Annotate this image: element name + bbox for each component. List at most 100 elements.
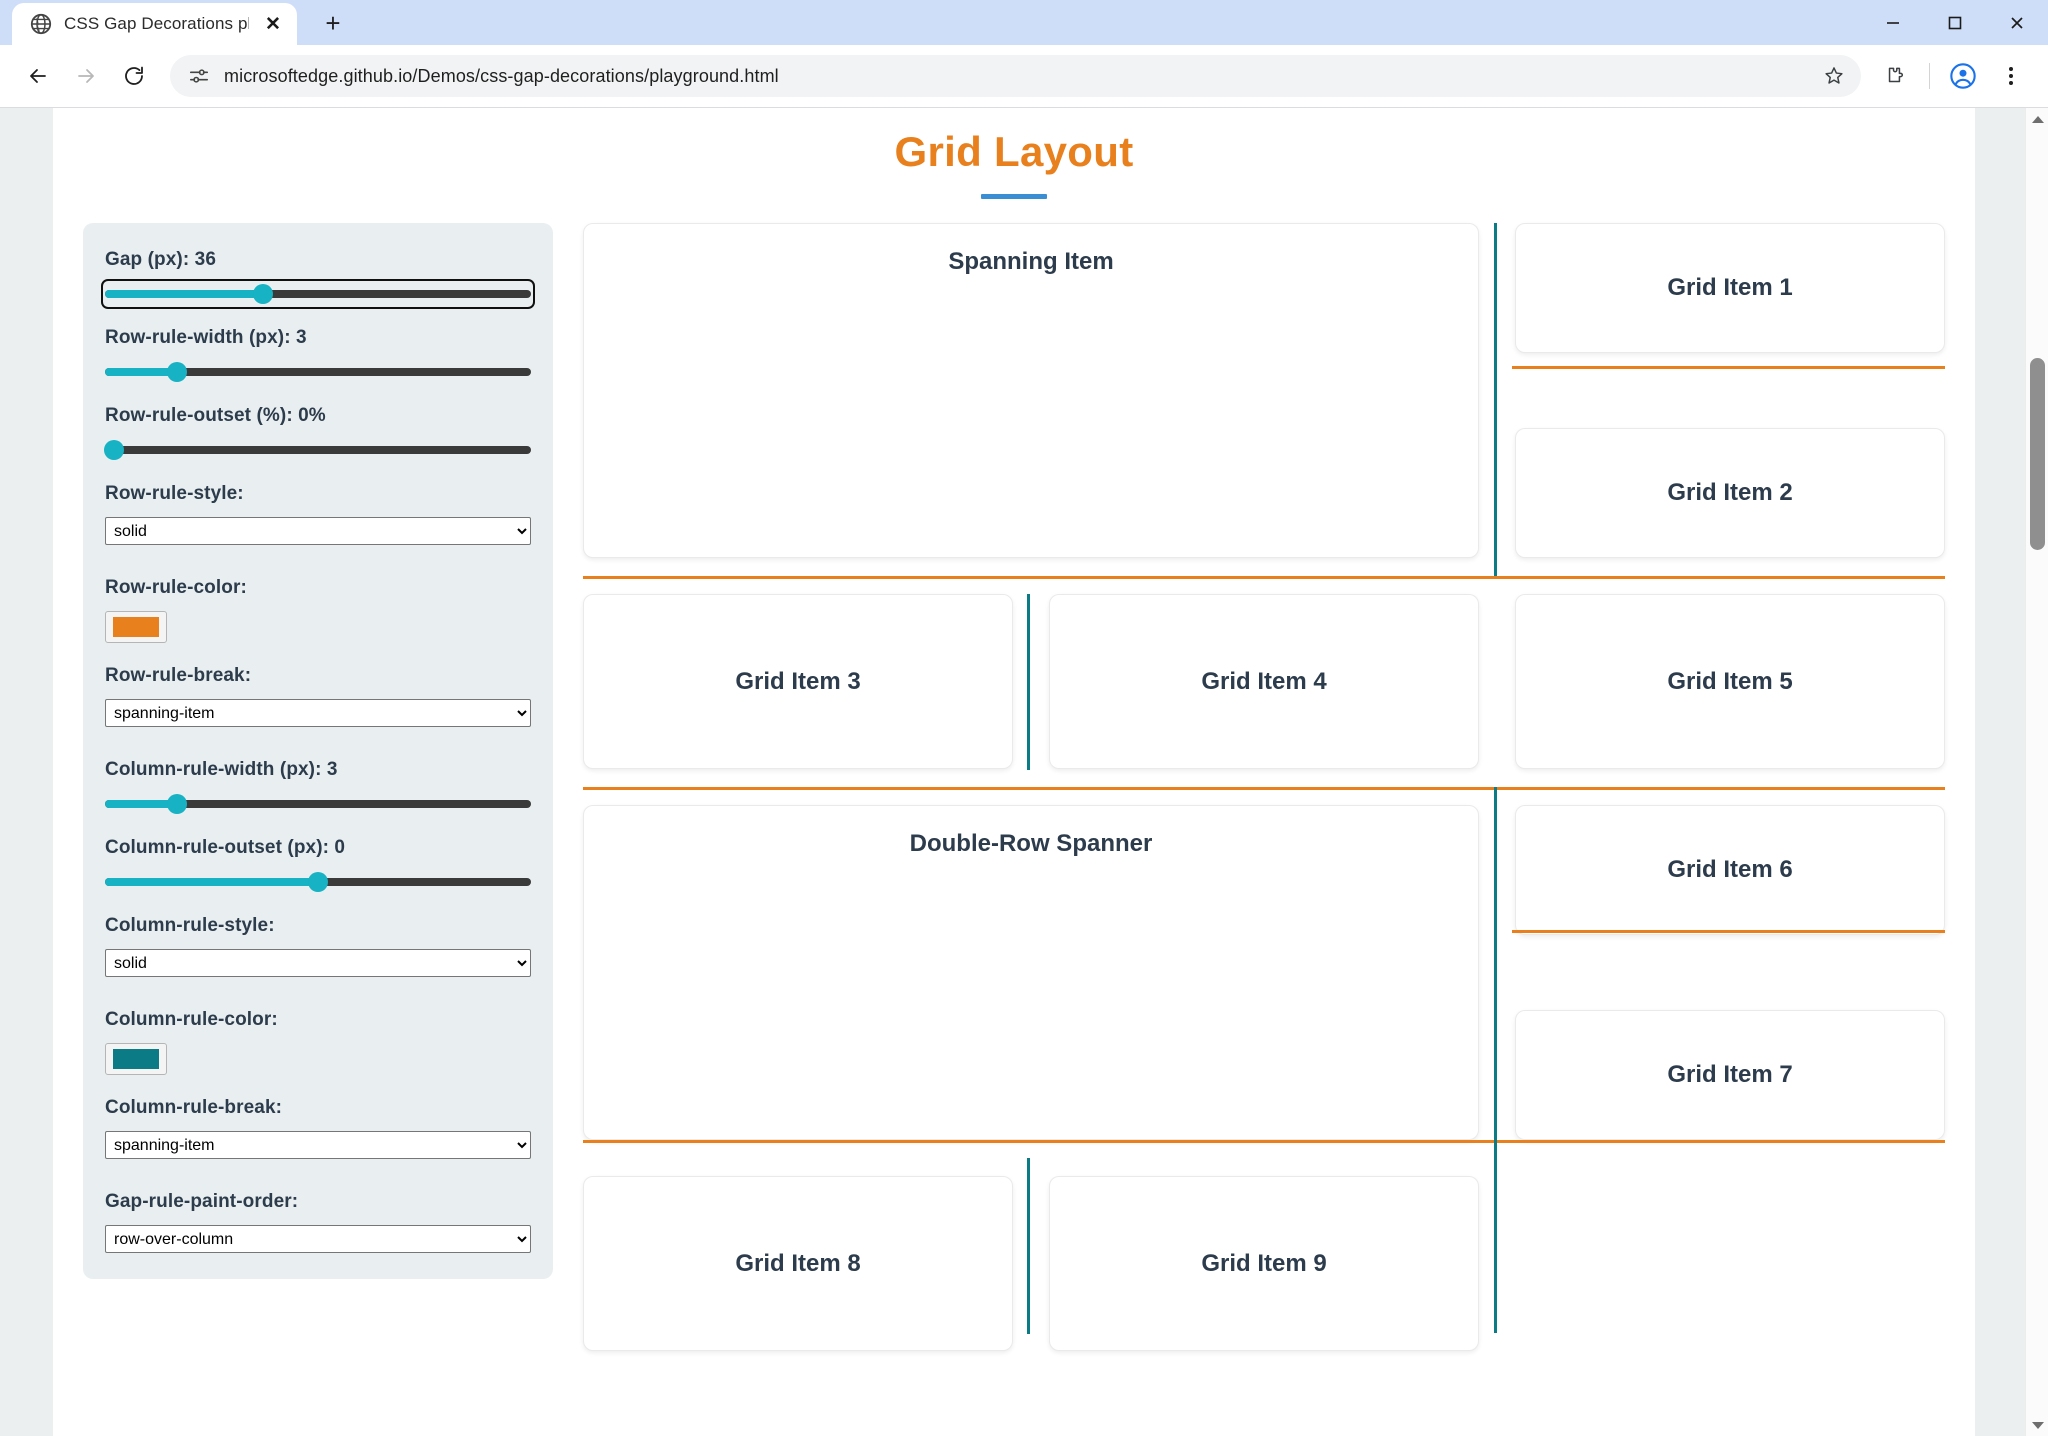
column-rule-line	[1494, 223, 1498, 576]
control-label: Row-rule-style:	[105, 483, 244, 504]
toolbar-actions	[1875, 55, 2032, 97]
control-row-rule-break: Row-rule-break: spanning-item	[105, 665, 531, 749]
extensions-puzzle-icon[interactable]	[1875, 55, 1917, 97]
browser-toolbar: microsoftedge.github.io/Demos/css-gap-de…	[0, 45, 2048, 107]
toolbar-divider	[1929, 63, 1930, 89]
slider-track	[105, 368, 531, 376]
row-rule-width-slider[interactable]	[105, 361, 531, 383]
page-scrollbar[interactable]	[2025, 108, 2048, 1436]
cell-label: Grid Item 5	[1667, 667, 1793, 695]
row-rule-break-select[interactable]: spanning-item	[105, 699, 531, 727]
color-preview	[113, 1049, 159, 1069]
control-row-rule-outset: Row-rule-outset (%): 0%	[103, 405, 531, 461]
slider-fill	[105, 368, 178, 376]
column-rule-line	[1027, 1158, 1030, 1334]
column-rule-color-picker[interactable]	[105, 1043, 167, 1075]
slider-thumb[interactable]	[252, 284, 273, 304]
close-icon[interactable]: ✕	[265, 13, 281, 35]
row-rule-line	[583, 576, 1945, 579]
slider-thumb[interactable]	[308, 872, 328, 892]
scroll-up-button[interactable]	[2026, 108, 2048, 131]
control-row-rule-width: Row-rule-width (px): 3	[105, 327, 531, 383]
address-bar[interactable]: microsoftedge.github.io/Demos/css-gap-de…	[170, 55, 1861, 97]
star-icon[interactable]	[1815, 57, 1853, 95]
title-underline	[981, 194, 1047, 199]
page-viewport: Grid Layout Gap (px): 36	[0, 107, 2048, 1436]
slider-track	[105, 800, 531, 808]
color-preview	[113, 617, 159, 637]
row-rule-outset-slider[interactable]	[103, 439, 531, 461]
column-rule-outset-slider[interactable]	[105, 871, 531, 893]
forward-arrow-icon[interactable]	[64, 54, 108, 98]
column-rule-break-select[interactable]: spanning-item	[105, 1131, 531, 1159]
cell-label: Spanning Item	[948, 248, 1114, 275]
site-settings-icon[interactable]	[186, 63, 212, 89]
control-column-rule-break: Column-rule-break: spanning-item	[105, 1097, 531, 1181]
control-label: Row-rule-color:	[105, 577, 247, 598]
grid-cell-double-row-spanner: Double-Row Spanner	[583, 805, 1479, 1140]
row-rule-color-picker[interactable]	[105, 611, 167, 643]
row-rule-line	[583, 787, 1945, 790]
gap-rule-paint-order-select[interactable]: row-over-column	[105, 1225, 531, 1253]
cell-label: Grid Item 3	[735, 667, 861, 695]
reload-icon[interactable]	[112, 54, 156, 98]
three-dots-menu-icon[interactable]	[1990, 55, 2032, 97]
grid-cell-6: Grid Item 6	[1515, 805, 1945, 935]
window-controls	[1862, 0, 2048, 45]
column-rule-width-slider[interactable]	[105, 793, 531, 815]
control-label: Column-rule-outset (px): 0	[105, 837, 346, 858]
column-rule-style-select[interactable]: solid	[105, 949, 531, 977]
control-gap-rule-paint-order: Gap-rule-paint-order: row-over-column	[105, 1191, 531, 1253]
maximize-button[interactable]	[1924, 0, 1986, 45]
close-window-button[interactable]	[1986, 0, 2048, 45]
cell-label: Grid Item 8	[735, 1249, 861, 1277]
column-rule-line	[1027, 594, 1030, 770]
control-column-rule-style: Column-rule-style: solid	[105, 915, 531, 999]
controls-panel: Gap (px): 36 Row-rule-width (px): 3	[83, 223, 553, 1279]
control-label: Row-rule-break:	[105, 665, 252, 686]
grid-demo: Spanning Item Grid Item 1 Grid Item 2 Gr…	[583, 223, 1945, 1371]
grid-cell-9: Grid Item 9	[1049, 1176, 1479, 1351]
row-rule-line	[1511, 366, 1945, 369]
control-label: Gap-rule-paint-order:	[105, 1191, 299, 1212]
grid-cell-1: Grid Item 1	[1515, 223, 1945, 353]
slider-thumb[interactable]	[167, 794, 188, 814]
control-label: Column-rule-break:	[105, 1097, 283, 1118]
slider-thumb[interactable]	[103, 440, 124, 460]
slider-track	[105, 290, 531, 298]
grid-cell-7: Grid Item 7	[1515, 1010, 1945, 1140]
globe-icon	[30, 13, 52, 35]
control-label: Row-rule-width (px): 3	[105, 327, 307, 348]
control-label: Column-rule-width (px): 3	[105, 759, 338, 780]
back-arrow-icon[interactable]	[16, 54, 60, 98]
profile-avatar-icon[interactable]	[1942, 55, 1984, 97]
control-column-rule-outset: Column-rule-outset (px): 0	[105, 837, 531, 893]
grid-cell-8: Grid Item 8	[583, 1176, 1013, 1351]
control-label: Column-rule-color:	[105, 1009, 278, 1030]
row-rule-style-select[interactable]: solid	[105, 517, 531, 545]
control-label: Gap (px): 36	[105, 249, 216, 270]
column-rule-line	[1494, 787, 1498, 1140]
new-tab-button[interactable]: +	[325, 7, 341, 38]
slider-track	[105, 446, 531, 454]
grid-cell-spanning-item: Spanning Item	[583, 223, 1479, 558]
scroll-down-button[interactable]	[2026, 1414, 2048, 1436]
chevron-up-icon	[2031, 116, 2044, 123]
chevron-down-icon	[2031, 1422, 2044, 1429]
slider-thumb[interactable]	[167, 362, 188, 382]
minimize-button[interactable]	[1862, 0, 1924, 45]
row-rule-line	[583, 1140, 1945, 1143]
control-column-rule-width: Column-rule-width (px): 3	[105, 759, 531, 815]
gap-slider[interactable]	[101, 279, 535, 309]
grid-cell-5: Grid Item 5	[1515, 594, 1945, 769]
control-gap: Gap (px): 36	[101, 249, 535, 309]
scrollbar-thumb[interactable]	[2030, 358, 2045, 550]
browser-tab[interactable]: CSS Gap Decorations playgroun ✕	[12, 3, 297, 45]
cell-label: Grid Item 4	[1201, 667, 1327, 695]
tab-title: CSS Gap Decorations playgroun	[64, 14, 249, 33]
slider-fill	[105, 290, 263, 298]
control-label: Column-rule-style:	[105, 915, 275, 936]
cell-label: Grid Item 2	[1667, 479, 1793, 506]
column-rule-line	[1494, 1140, 1498, 1333]
